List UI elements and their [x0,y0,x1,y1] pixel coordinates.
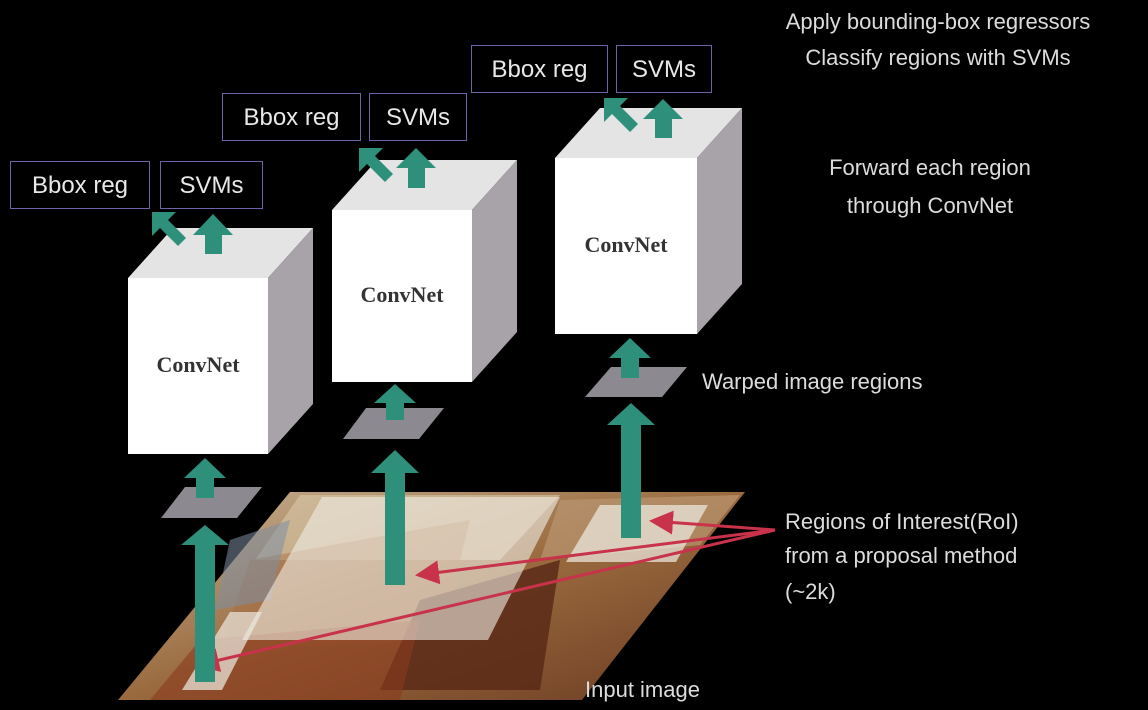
bbox-arrow-2 [359,148,393,184]
arrow-warp-to-net-2 [374,384,416,420]
annotation-classify-svm: Classify regions with SVMs [805,45,1071,70]
bbox-arrow-1 [152,212,186,248]
annotation-roi-1: Regions of Interest(RoI) [785,509,1019,534]
annotation-input-image: Input image [585,677,700,702]
arrow-roi-to-warp-1 [181,525,229,682]
annotation-forward-1: Forward each region [829,155,1031,180]
convnet-label-3: ConvNet [584,232,668,257]
convnet-cube-2 [332,160,517,382]
arrow-warp-to-net-3 [609,338,651,378]
warped-region-3 [585,367,687,397]
bbox-reg-box-1: Bbox reg [10,161,150,209]
warped-region-2 [343,408,444,439]
svm-arrow-3 [643,99,683,138]
svm-box-1: SVMs [160,161,263,209]
roi-pointers [195,510,776,672]
svm-arrow-2 [396,148,436,188]
annotation-apply-bbox: Apply bounding-box regressors [785,9,1091,34]
svm-arrow-1 [193,214,233,254]
warped-region-1 [161,487,262,518]
annotation-roi-3: (~2k) [785,579,836,604]
annotation-forward-2: through ConvNet [846,193,1014,218]
bbox-reg-box-2: Bbox reg [222,93,361,141]
arrow-roi-to-warp-3 [607,403,655,538]
bbox-reg-box-3: Bbox reg [471,45,608,93]
annotation-warped: Warped image regions [702,369,923,394]
annotation-roi-2: from a proposal method [785,543,1018,568]
bbox-arrow-3 [604,98,638,134]
convnet-label-2: ConvNet [360,282,444,307]
convnet-cube-1 [128,228,313,454]
arrow-roi-to-warp-2 [371,450,419,585]
arrow-warp-to-net-1 [184,458,226,498]
svm-box-2: SVMs [369,93,467,141]
convnet-label-1: ConvNet [156,352,240,377]
convnet-cube-3 [555,108,742,334]
svm-box-3: SVMs [616,45,712,93]
